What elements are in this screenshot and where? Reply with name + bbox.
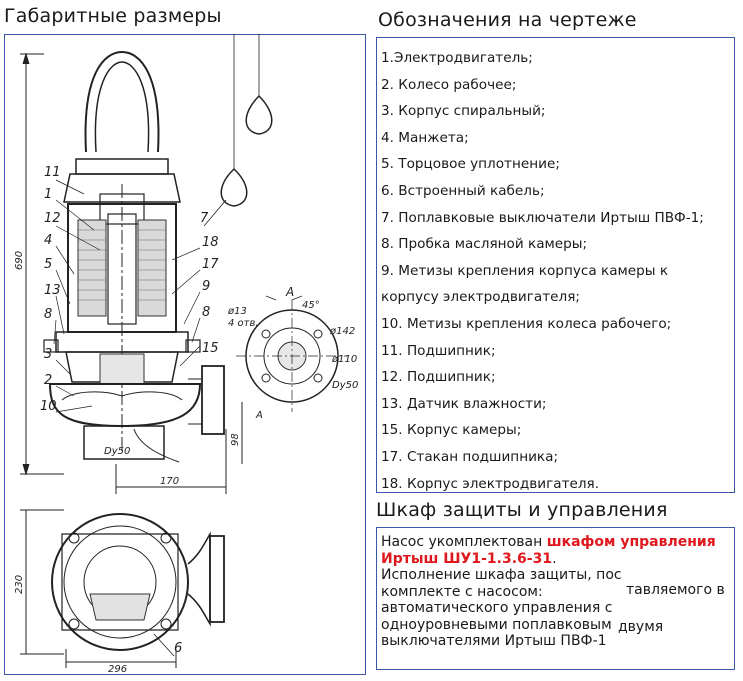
callout-5: 5 xyxy=(44,257,52,272)
callout-3: 3 xyxy=(44,347,52,362)
dim-dn-flange: Dy50 xyxy=(332,380,358,391)
callout-labels: 11 1 12 4 5 13 8 3 2 10 7 18 17 9 8 15 6 xyxy=(40,165,219,656)
view-a-arrow-label: A xyxy=(255,410,263,421)
control-overlay-2: двумя xyxy=(618,619,664,635)
pump-drawing: 11 1 12 4 5 13 8 3 2 10 7 18 17 9 8 15 6… xyxy=(14,34,358,675)
legend-panel: 1.Электродвигатель; 2. Колесо рабочее; 3… xyxy=(376,37,735,493)
legend-item: 17. Стакан подшипника; xyxy=(381,448,559,465)
callout-8-left: 8 xyxy=(44,307,52,322)
control-highlight-1: шкафом управления xyxy=(546,534,716,550)
control-line-3: Исполнение шкафа защиты, пос xyxy=(381,567,622,583)
callout-17: 17 xyxy=(202,257,219,272)
view-a-label: A xyxy=(285,285,294,299)
legend-item: 1.Электродвигатель; xyxy=(381,50,533,66)
callout-8-right: 8 xyxy=(202,305,210,320)
control-line-7: выключателями Иртыш ПВФ-1 xyxy=(381,633,607,649)
legend-item: 3. Корпус спиральный; xyxy=(381,103,546,120)
dim-width-main: 170 xyxy=(160,476,179,487)
legend-item: 4. Манжета; xyxy=(381,129,469,146)
dim-holes-count: 4 отв. xyxy=(228,318,259,329)
callout-2: 2 xyxy=(44,373,52,388)
callout-11: 11 xyxy=(44,165,61,180)
legend-item: 10. Метизы крепления колеса рабочего; xyxy=(381,315,672,332)
legend-item: 5. Торцовое уплотнение; xyxy=(381,156,560,173)
callout-10: 10 xyxy=(40,399,57,414)
control-line-6: одноуровневыми поплавковым xyxy=(381,616,612,633)
callout-13: 13 xyxy=(44,283,61,298)
dim-dn-outlet: Dy50 xyxy=(104,446,130,457)
dim-holes: ø13 xyxy=(227,306,247,317)
legend-header: Обозначения на чертеже xyxy=(378,9,637,31)
legend-item: 13. Датчик влажности; xyxy=(381,395,547,412)
dim-142: ø142 xyxy=(329,326,355,337)
control-panel: Насос укомплектован шкафом управления Ир… xyxy=(376,527,735,670)
legend-item: 11. Подшипник; xyxy=(381,342,496,359)
control-line-5: автоматического управления с xyxy=(381,600,613,616)
control-highlight-2: Иртыш ШУ1-1.3.6-31 xyxy=(381,550,553,567)
control-line-4: комплекте с насосом: xyxy=(381,583,543,600)
control-header: Шкаф защиты и управления xyxy=(376,499,668,521)
legend-item: 8. Пробка масляной камеры; xyxy=(381,236,588,253)
control-text-suffix: . xyxy=(552,550,557,567)
dim-plan-width: 296 xyxy=(108,664,127,675)
legend-item: 2. Колесо рабочее; xyxy=(381,76,517,93)
dim-plan-height: 230 xyxy=(14,575,25,594)
dimensions-header: Габаритные размеры xyxy=(4,5,222,27)
dim-110: ø110 xyxy=(331,354,357,365)
control-text-prefix: Насос укомплектован xyxy=(381,534,547,550)
dim-angle: 45° xyxy=(302,300,320,311)
callout-15: 15 xyxy=(202,341,219,356)
legend-item: 7. Поплавковые выключатели Иртыш ПВФ-1; xyxy=(381,209,704,226)
legend-item: 6. Встроенный кабель; xyxy=(381,182,545,199)
legend-item: 15. Корпус камеры; xyxy=(381,422,522,439)
control-line-1: Насос укомплектован шкафом управления xyxy=(381,534,734,551)
legend-item: корпусу электродвигателя; xyxy=(381,289,580,306)
dim-height: 690 xyxy=(14,251,25,270)
callout-12: 12 xyxy=(44,211,61,226)
callout-18: 18 xyxy=(202,235,219,250)
callout-6: 6 xyxy=(174,641,182,656)
legend-item: 12. Подшипник; xyxy=(381,369,496,386)
callout-7: 7 xyxy=(200,211,209,226)
control-line-2: Иртыш ШУ1-1.3.6-31. xyxy=(381,551,734,568)
callout-1: 1 xyxy=(44,187,52,202)
dim-98: 98 xyxy=(230,433,241,446)
legend-item: 9. Метизы крепления корпуса камеры к xyxy=(381,262,669,279)
callout-4: 4 xyxy=(44,233,52,248)
callout-9: 9 xyxy=(202,279,210,294)
control-overlay-1: тавляемого в xyxy=(626,582,725,598)
legend-item: 18. Корпус электродвигателя. xyxy=(381,475,600,492)
